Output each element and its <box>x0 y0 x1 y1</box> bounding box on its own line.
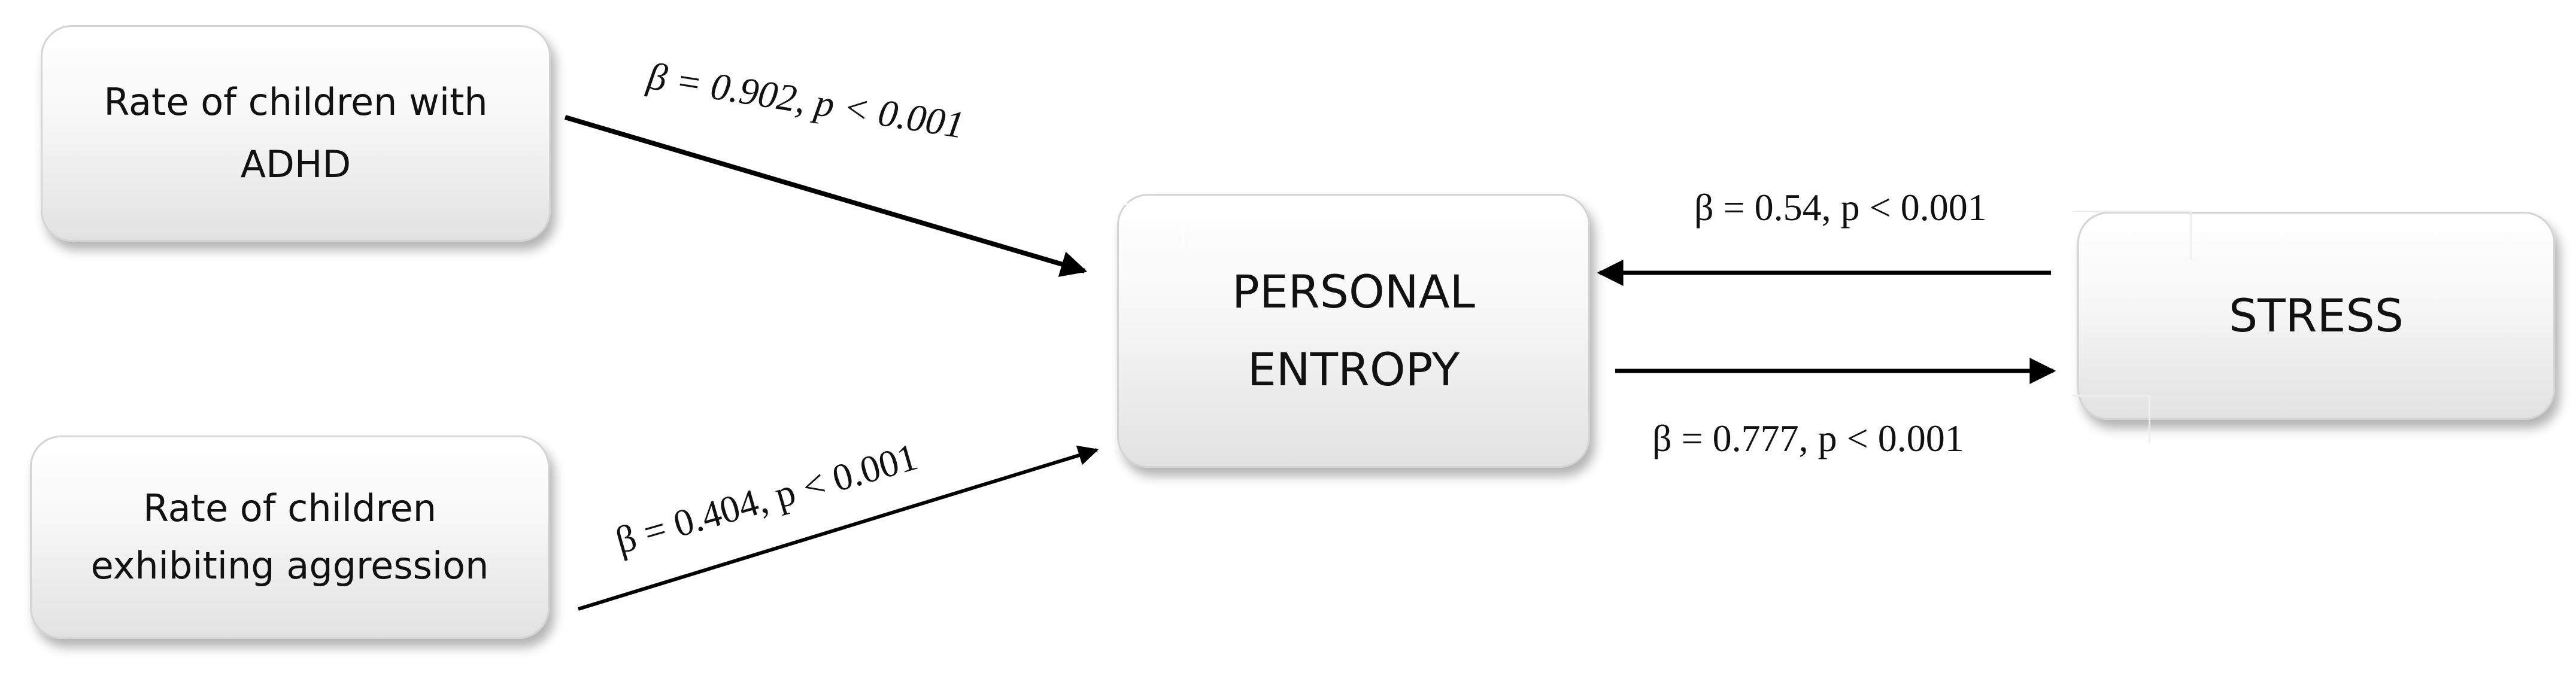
arrow-aggression-to-entropy <box>578 445 1099 611</box>
edge-label-entropy-to-stress: β = 0.777, p < 0.001 <box>1652 417 1964 459</box>
node-aggression-rate-label: Rate of children exhibiting aggression <box>90 486 489 587</box>
node-personal-entropy-label: PERSONAL ENTROPY <box>1232 265 1475 396</box>
node-adhd-rate-label: Rate of children with ADHD <box>104 80 488 186</box>
node-aggression-rate: Rate of children exhibiting aggression <box>30 436 550 639</box>
edge-label-stress-to-entropy: β = 0.54, p < 0.001 <box>1694 186 1987 229</box>
node-personal-entropy: PERSONAL ENTROPY <box>1117 194 1590 468</box>
node-adhd-rate: Rate of children with ADHD <box>41 25 551 242</box>
arrow-adhd-to-entropy <box>564 115 1088 277</box>
node-stress: STRESS <box>2077 212 2555 420</box>
node-stress-label: STRESS <box>2229 289 2404 342</box>
